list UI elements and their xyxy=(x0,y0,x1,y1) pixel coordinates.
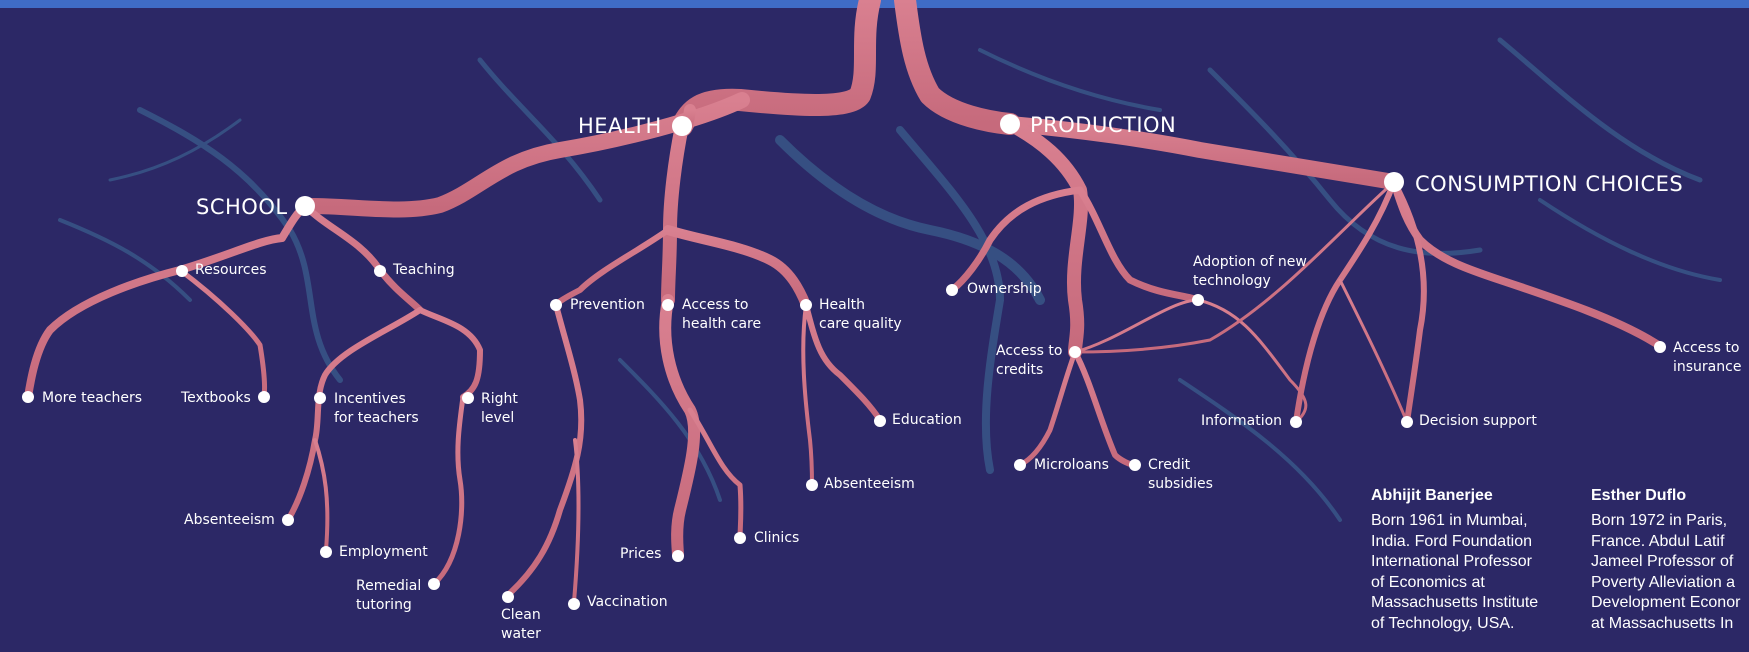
adoption-technology-label: Adoption of new technology xyxy=(1193,253,1307,291)
clinics-dot xyxy=(734,532,746,544)
subsidies-dot xyxy=(1129,459,1141,471)
right-level-label: Right level xyxy=(481,390,518,428)
textbooks-dot xyxy=(258,391,270,403)
bio-text: Born 1961 in Mumbai, India. Ford Foundat… xyxy=(1371,511,1571,634)
health-absenteeism-label: Absenteeism xyxy=(824,475,915,494)
vaccination-label: Vaccination xyxy=(587,593,668,612)
clinics-label: Clinics xyxy=(754,529,799,548)
access-insurance-label: Access to insurance xyxy=(1673,339,1741,377)
teaching-label: Teaching xyxy=(393,261,455,280)
bio-name: Esther Duflo xyxy=(1591,487,1749,505)
bio-line: Massachusetts Institute xyxy=(1371,594,1538,611)
access-health-dot xyxy=(662,299,674,311)
health-care-quality-label: Health care quality xyxy=(819,296,902,334)
bio-banerjee: Abhijit Banerjee Born 1961 in Mumbai, In… xyxy=(1371,487,1571,634)
production-label: PRODUCTION xyxy=(1030,113,1176,137)
education-label: Education xyxy=(892,411,962,430)
employment-label: Employment xyxy=(339,543,428,562)
decision-dot xyxy=(1401,416,1413,428)
credits-dot xyxy=(1069,346,1081,358)
remedial-dot xyxy=(428,578,440,590)
school-absenteeism-label: Absenteeism xyxy=(184,511,275,530)
bio-line: Born 1961 in Mumbai, xyxy=(1371,512,1528,529)
health-quality-dot xyxy=(800,299,812,311)
bio-duflo: Esther Duflo Born 1972 in Paris, France.… xyxy=(1591,487,1749,634)
incentives-dot xyxy=(314,392,326,404)
health-node xyxy=(672,116,692,136)
school-node xyxy=(295,196,315,216)
bio-name: Abhijit Banerjee xyxy=(1371,487,1571,505)
health-label: HEALTH xyxy=(578,114,662,138)
information-label: Information xyxy=(1201,412,1282,431)
microloans-label: Microloans xyxy=(1034,456,1109,475)
bio-line: Born 1972 in Paris, xyxy=(1591,512,1727,529)
access-credits-label: Access to credits xyxy=(996,342,1062,380)
bio-line: Jameel Professor of xyxy=(1591,553,1733,570)
bio-line: Poverty Alleviation a xyxy=(1591,574,1735,591)
health-absenteeism-dot xyxy=(806,479,818,491)
bio-line: International Professor xyxy=(1371,553,1532,570)
teaching-dot xyxy=(374,265,386,277)
bio-line: France. Abdul Latif xyxy=(1591,533,1724,550)
decision-support-label: Decision support xyxy=(1419,412,1537,431)
bio-line: India. Ford Foundation xyxy=(1371,533,1532,550)
ownership-label: Ownership xyxy=(967,280,1042,299)
credit-subsidies-label: Credit subsidies xyxy=(1148,456,1213,494)
more-teachers-label: More teachers xyxy=(42,389,142,408)
insurance-dot xyxy=(1654,341,1666,353)
production-node xyxy=(1000,114,1020,134)
access-health-care-label: Access to health care xyxy=(682,296,761,334)
bio-line: of Technology, USA. xyxy=(1371,615,1515,632)
information-dot xyxy=(1290,416,1302,428)
prevention-dot xyxy=(550,299,562,311)
school-absenteeism-dot xyxy=(282,514,294,526)
clean-water-dot xyxy=(502,591,514,603)
employment-dot xyxy=(320,546,332,558)
bio-line: of Economics at xyxy=(1371,574,1485,591)
microloans-dot xyxy=(1014,459,1026,471)
prices-dot xyxy=(672,550,684,562)
resources-dot xyxy=(176,265,188,277)
vaccination-dot xyxy=(568,598,580,610)
right-level-dot xyxy=(462,392,474,404)
textbooks-label: Textbooks xyxy=(181,389,251,408)
bio-text: Born 1972 in Paris, France. Abdul Latif … xyxy=(1591,511,1749,634)
bio-line: at Massachusetts In xyxy=(1591,615,1733,632)
bio-line: Development Econor xyxy=(1591,594,1740,611)
consumption-choices-label: CONSUMPTION CHOICES xyxy=(1415,172,1683,196)
more-teachers-dot xyxy=(22,391,34,403)
consumption-node xyxy=(1384,172,1404,192)
ownership-dot xyxy=(946,284,958,296)
remedial-tutoring-label: Remedial tutoring xyxy=(356,577,421,615)
education-dot xyxy=(874,415,886,427)
school-label: SCHOOL xyxy=(196,195,288,219)
adoption-dot xyxy=(1192,294,1204,306)
resources-label: Resources xyxy=(195,261,267,280)
prices-label: Prices xyxy=(620,545,661,564)
incentives-label: Incentives for teachers xyxy=(334,390,419,428)
clean-water-label: Clean water xyxy=(501,606,541,644)
prevention-label: Prevention xyxy=(570,296,645,315)
